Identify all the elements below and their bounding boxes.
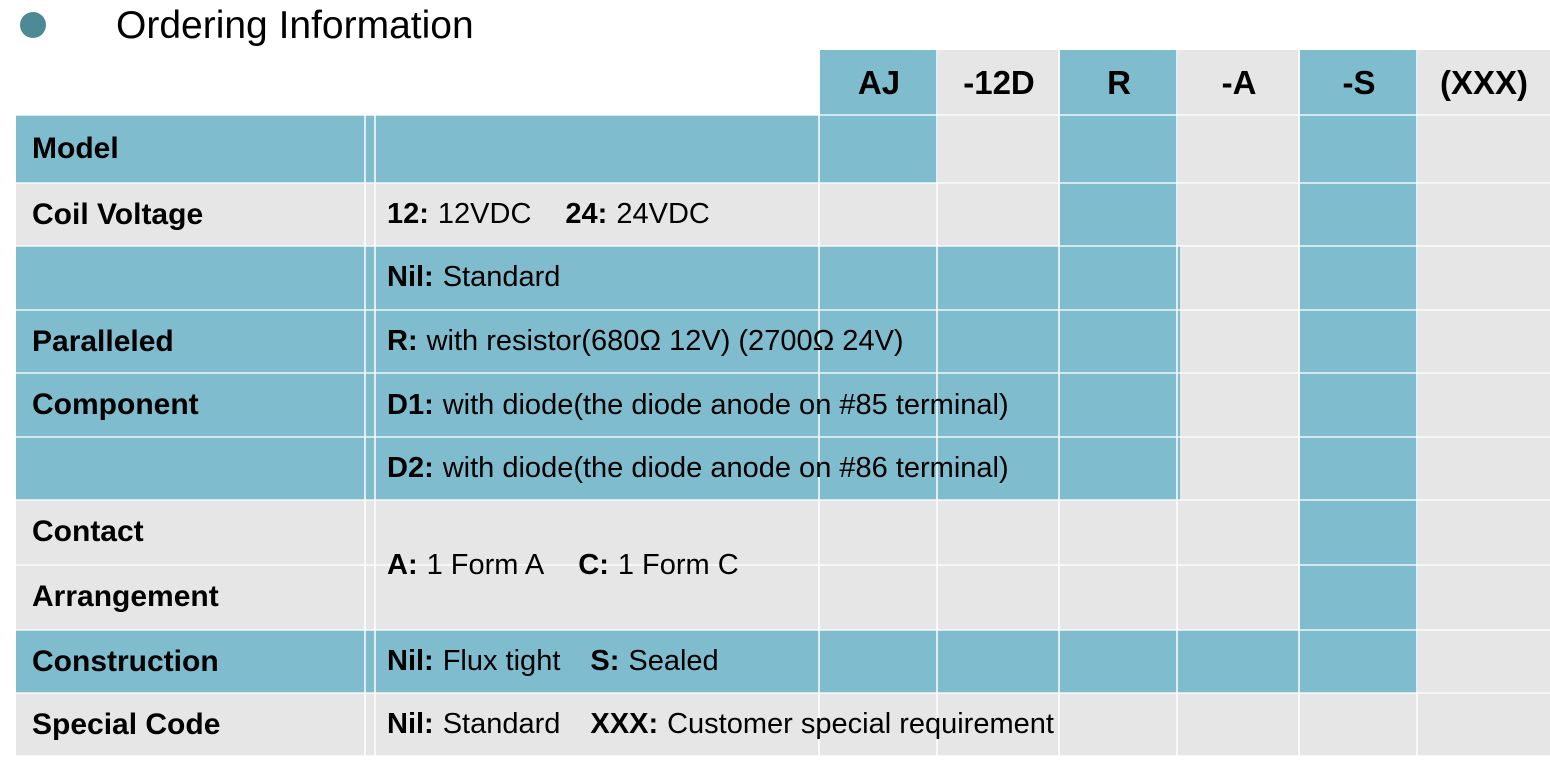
grid-hline-8: [16, 564, 1550, 566]
construction-code-s: S:: [590, 645, 620, 677]
page-title: Ordering Information: [116, 3, 474, 47]
header-segment-aj: AJ: [857, 63, 901, 101]
grid-vline-c1l: [818, 50, 820, 756]
grid-hline-6: [16, 436, 1550, 438]
header-segment-s: -S: [1342, 63, 1376, 101]
header-cell-bg-s: [1300, 50, 1418, 115]
row-label-model: Model: [32, 132, 119, 165]
grid-vline-c3r: [1176, 50, 1178, 756]
header-segment-xxx: (XXX): [1439, 63, 1528, 101]
row-label-paralleled: Paralleled: [32, 324, 174, 358]
header-segment-12d: -12D: [963, 63, 1035, 101]
row-value-parallel-d1: D1:with diode(the diode anode on #85 ter…: [374, 373, 1274, 437]
grid-hline-7: [16, 499, 1550, 501]
grid-hline-1: [16, 114, 1550, 116]
grid-hline-5: [16, 372, 1550, 374]
contact-desc-a: 1 Form A: [426, 548, 545, 581]
row-bg-coil-gray: [16, 183, 1550, 246]
header-segment-r: R: [1107, 63, 1131, 101]
parallel-code-d1: D1:: [387, 388, 434, 421]
row-label-coil-voltage: Coil Voltage: [32, 197, 204, 231]
parallel-code-r: R:: [387, 325, 418, 357]
slide-title-row: Ordering Information: [0, 0, 1550, 50]
header-cell-bg-aj: [820, 50, 938, 115]
contact-desc-c: 1 Form C: [617, 548, 739, 581]
row-label-contact: Contact: [32, 515, 144, 548]
special-code-xxx: XXX:: [590, 708, 659, 740]
row-bg-coil-col-r: [1060, 183, 1178, 246]
special-desc-xxx: Customer special requirement: [667, 708, 1054, 740]
parallel-code-d2: D2:: [387, 452, 434, 484]
header-cell-bg-a: [1178, 50, 1300, 115]
special-desc-nil: Standard: [442, 708, 561, 740]
header-cell-bg-12d: [938, 50, 1060, 115]
grid-vline-c5r: [1416, 50, 1418, 756]
row-value-parallel-d2: D2:with diode(the diode anode on #86 ter…: [374, 437, 1274, 500]
row-bg-coil-col-s: [1300, 183, 1418, 246]
parallel-desc-d1: with diode(the diode anode on #85 termin…: [442, 388, 1009, 421]
header-segment-a: -A: [1221, 63, 1257, 101]
row-bg-model-col-s: [1300, 115, 1418, 183]
row-value-parallel-r: R:with resistor(680Ω 12V) (2700Ω 24V): [374, 310, 1274, 373]
special-code-nil: Nil:: [387, 708, 434, 740]
bullet-dot-icon: [20, 12, 46, 38]
coil-desc-24: 24VDC: [616, 198, 710, 230]
coil-code-12: 12:: [387, 198, 429, 230]
row-label-construction: Construction: [32, 644, 219, 678]
parallel-desc-r: with resistor(680Ω 12V) (2700Ω 24V): [426, 325, 904, 357]
parallel-code-nil: Nil:: [387, 261, 434, 293]
row-label-special-code: Special Code: [32, 707, 221, 741]
coil-code-24: 24:: [565, 198, 608, 230]
row-label-arrangement: Arrangement: [32, 580, 219, 613]
grid-vline-value: [374, 115, 376, 756]
contact-code-c: C:: [578, 548, 609, 581]
grid-vline-c2r: [1058, 50, 1060, 756]
coil-desc-12: 12VDC: [437, 198, 532, 230]
row-value-contact-arrangement: A:1 Form A C:1 Form C: [374, 532, 1274, 598]
row-bg-construction-teal: [16, 630, 1418, 693]
grid-hline-9: [16, 629, 1550, 631]
row-bg-model-teal: [16, 115, 938, 183]
grid-hline-2: [16, 182, 1550, 184]
row-value-parallel-nil: Nil:Standard: [374, 246, 1274, 309]
header-cell-bg-r: [1060, 50, 1178, 115]
construction-desc-nil: Flux tight: [442, 645, 561, 677]
grid-hline-3: [16, 245, 1550, 247]
grid-vline-c4r: [1298, 50, 1300, 756]
construction-code-nil: Nil:: [387, 645, 434, 677]
parallel-desc-nil: Standard: [442, 261, 561, 293]
grid-vline-label: [364, 115, 366, 756]
grid-hline-10: [16, 692, 1550, 694]
row-bg-special-gray: [16, 693, 1550, 756]
construction-desc-s: Sealed: [628, 645, 719, 677]
grid-hline-4: [16, 309, 1550, 311]
row-bg-model-col-r: [1060, 115, 1178, 183]
row-value-coil-voltage: 12:12VDC 24:24VDC: [374, 183, 1274, 246]
row-value-construction: Nil:Flux tight S:Sealed: [374, 630, 1374, 693]
header-cell-bg-xxx: [1418, 50, 1550, 115]
grid-vline-c1r: [936, 50, 938, 756]
grid-hline-11: [16, 755, 1550, 757]
contact-code-a: A:: [387, 548, 418, 581]
row-label-component: Component: [32, 388, 199, 421]
row-value-special-code: Nil:Standard XXX:Customer special require…: [374, 693, 1534, 756]
parallel-desc-d2: with diode(the diode anode on #86 termin…: [442, 452, 1009, 484]
